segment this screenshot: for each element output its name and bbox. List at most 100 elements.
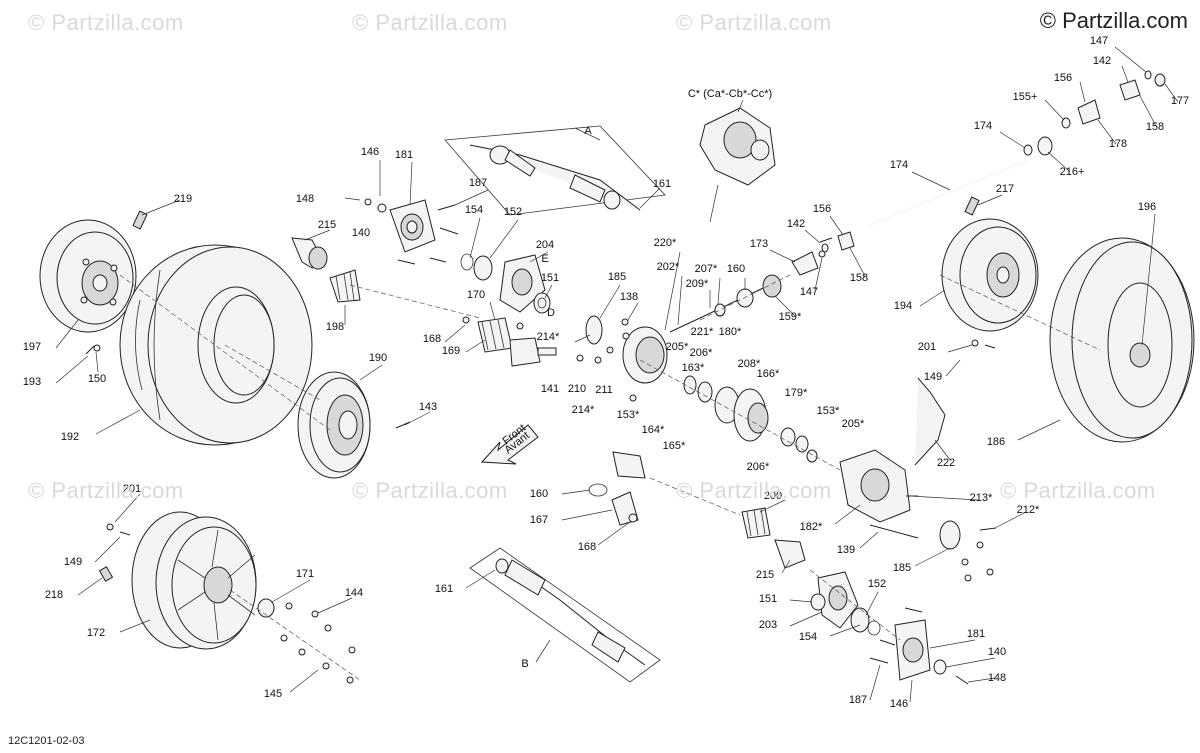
callout-label: 187 [469, 177, 487, 189]
callout-label: 167 [530, 514, 548, 526]
callout-label: 200 [764, 490, 782, 502]
rear-right-wheel-194 [941, 218, 1039, 332]
callout-label: 170 [467, 289, 485, 301]
callout-label: 156 [813, 203, 831, 215]
callout-label: 173 [750, 238, 768, 250]
inner-cv-169 [477, 317, 557, 367]
callout-label: 182* [800, 521, 823, 533]
callout-label: 143 [419, 401, 437, 413]
rear-boot-200 [741, 507, 806, 569]
watermark: © Partzilla.com [676, 478, 832, 503]
callout-label: 180* [719, 326, 742, 338]
watermark: © Partzilla.com [352, 478, 508, 503]
watermark: © Partzilla.com [28, 478, 184, 503]
callout-label: 142 [787, 218, 805, 230]
callout-label: 141 [541, 383, 559, 395]
copyright-notice: © Partzilla.com [1039, 8, 1188, 33]
front-left-tire [119, 244, 313, 446]
callout-label: 215 [318, 219, 336, 231]
callout-label: 171 [296, 568, 314, 580]
watermark: © Partzilla.com [28, 10, 184, 35]
callout-label: 181 [395, 149, 413, 161]
callout-label: 152 [504, 206, 522, 218]
callout-label: 212* [1017, 504, 1040, 516]
drive-shaft-B [469, 547, 661, 683]
callout-label: 138 [620, 291, 638, 303]
callout-label: 140 [352, 227, 370, 239]
callout-label: 205* [842, 418, 865, 430]
rear-right-tire-186 [1049, 237, 1195, 443]
callout-label: 151 [541, 272, 559, 284]
callout-label: 185 [893, 562, 911, 574]
callout-label: 149 [924, 371, 942, 383]
callout-label: 213* [970, 492, 993, 504]
knuckle-204 [499, 254, 546, 313]
diagram-code: 12C1201-02-03 [8, 735, 85, 747]
callout-label: 190 [369, 352, 387, 364]
callout-label: 161 [435, 583, 453, 595]
callout-label: 201 [918, 341, 936, 353]
yoke-173 [791, 231, 855, 276]
callout-label: 204 [536, 239, 554, 251]
bearing-152-154 [460, 253, 493, 281]
valve-stem-219 [132, 210, 148, 230]
callout-label: 147 [1090, 35, 1108, 47]
callout-label: 172 [87, 627, 105, 639]
callout-label: 181 [967, 628, 985, 640]
gear-case-138 [585, 315, 668, 384]
callout-label: 140 [988, 646, 1006, 658]
callout-label: 210 [568, 383, 586, 395]
alloy-wheel-172 [131, 511, 275, 650]
callout-label: 146 [361, 146, 379, 158]
callout-label: 197 [23, 341, 41, 353]
callout-label: 144 [345, 587, 363, 599]
seal-151 [533, 292, 551, 314]
callout-label: 174 [974, 120, 992, 132]
callout-label: 148 [296, 193, 314, 205]
leader-lines [55, 46, 1179, 703]
callout-label: 209* [686, 278, 709, 290]
callout-label: D [547, 307, 555, 319]
brake-disc-190 [297, 371, 371, 479]
callout-label: 206* [747, 461, 770, 473]
callout-label: 214* [537, 331, 560, 343]
rear-knuckle-203 [810, 571, 881, 636]
callout-label: 222 [937, 457, 955, 469]
callout-label: 215 [756, 569, 774, 581]
callout-label: 150 [88, 373, 106, 385]
callout-label: 185 [608, 271, 626, 283]
callout-label: 174 [890, 159, 908, 171]
callout-label: 165* [663, 440, 686, 452]
callout-label: 154 [465, 204, 483, 216]
callout-label: 192 [61, 431, 79, 443]
callout-label: 203 [759, 619, 777, 631]
callout-label: 159* [779, 311, 802, 323]
callout-label: 208* [738, 358, 761, 370]
callout-label: 198 [326, 321, 344, 333]
callout-label: 160 [727, 263, 745, 275]
boot-198 [329, 269, 361, 303]
callout-label: 219 [174, 193, 192, 205]
callout-label: 220* [654, 237, 677, 249]
callout-label: 155+ [1013, 91, 1038, 103]
callout-label: 201 [123, 483, 141, 495]
callout-label: 158 [1146, 121, 1164, 133]
shaft-and-bearings [669, 274, 782, 333]
callout-label: B [521, 658, 528, 670]
callout-label: 202* [657, 261, 680, 273]
callout-label: E [541, 253, 548, 265]
stub-axle-215 [291, 237, 328, 270]
callout-label: 142 [1093, 55, 1111, 67]
callout-label: 160 [530, 488, 548, 500]
callout-label: 145 [264, 688, 282, 700]
callout-label: 206* [690, 347, 713, 359]
callout-label: C* (Ca*-Cb*-Cc*) [688, 88, 772, 100]
fasteners [85, 197, 997, 685]
callout-label: 153* [617, 409, 640, 421]
callout-label: 146 [890, 698, 908, 710]
assembly-axis-lines [119, 274, 1101, 681]
bracket-222 [914, 377, 946, 466]
rear-hub-181 [894, 619, 947, 681]
